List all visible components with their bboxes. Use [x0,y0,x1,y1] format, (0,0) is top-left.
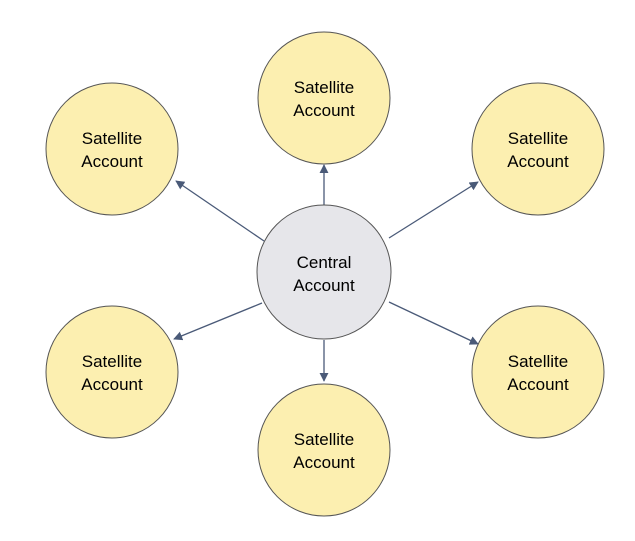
satellite-label-line2: Account [293,453,355,472]
satellite-account-node-top-right: Satellite Account [471,82,605,216]
satellite-circle [471,82,605,216]
arrow-to-top-right [388,181,479,239]
central-account-circle [256,204,392,340]
arrow-to-bottom-left [173,302,263,341]
satellite-account-node-top: Satellite Account [257,31,391,165]
satellite-label-line1: Satellite [294,78,354,97]
satellite-account-node-bottom-left: Satellite Account [45,305,179,439]
satellite-circle [257,383,391,517]
central-account-node: Central Account [256,204,392,340]
satellite-circle [45,82,179,216]
central-account-label-line1: Central [297,253,352,272]
satellite-circle [257,31,391,165]
satellite-label-line2: Account [81,152,143,171]
satellite-account-node-bottom: Satellite Account [257,383,391,517]
satellite-label-line1: Satellite [508,129,568,148]
satellite-label-line2: Account [293,101,355,120]
satellite-label-line2: Account [81,375,143,394]
satellite-label-line2: Account [507,375,569,394]
connectors [173,164,479,382]
central-account-label-line2: Account [293,276,355,295]
satellite-account-node-top-left: Satellite Account [45,82,179,216]
satellite-circle [471,305,605,439]
satellite-label-line1: Satellite [294,430,354,449]
satellite-label-line1: Satellite [82,129,142,148]
arrow-to-bottom-right [388,301,479,345]
arrow-to-top-left [175,180,265,242]
satellite-label-line1: Satellite [508,352,568,371]
satellite-circle [45,305,179,439]
satellite-label-line2: Account [507,152,569,171]
satellite-account-node-bottom-right: Satellite Account [471,305,605,439]
satellite-label-line1: Satellite [82,352,142,371]
